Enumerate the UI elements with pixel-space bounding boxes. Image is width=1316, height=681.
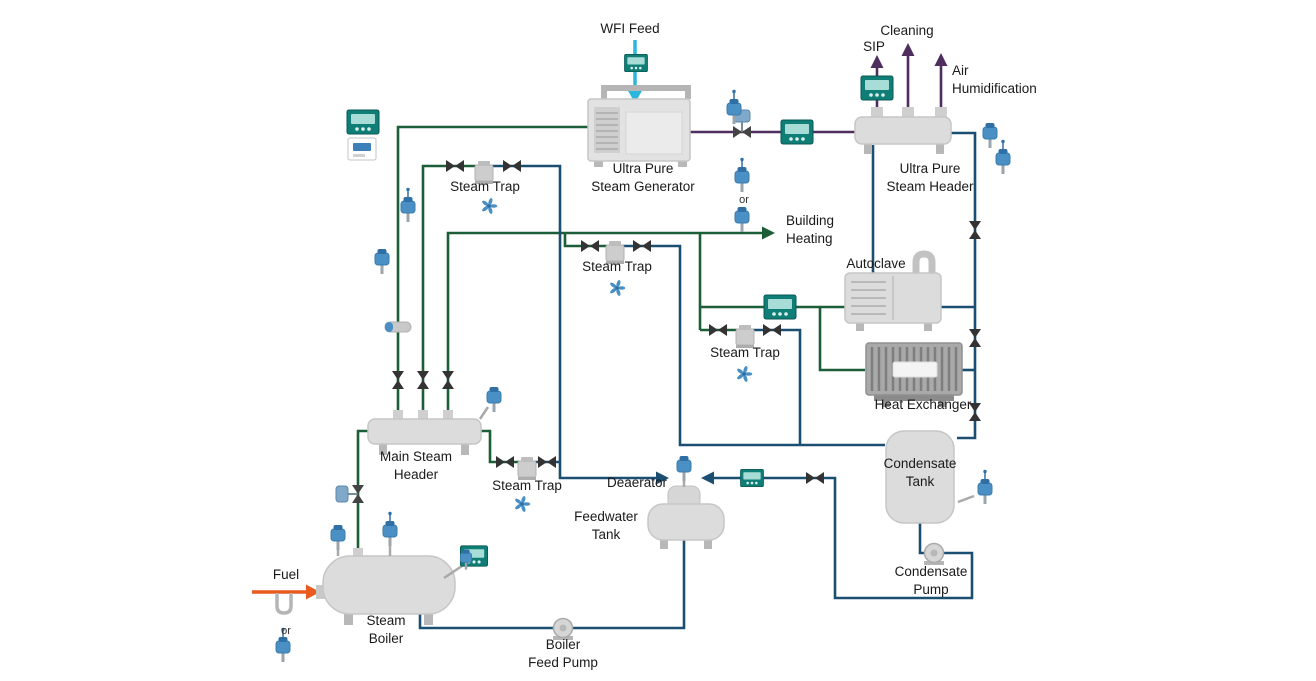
swirl-logo-icon: [736, 365, 753, 383]
arrowheads: [306, 43, 948, 600]
label-steam-trap-1: Steam Trap: [450, 179, 520, 194]
steam-lines: [356, 125, 865, 558]
wireless-transmitter-icon: [977, 469, 993, 505]
label-condensate-tank: Condensate Tank: [883, 456, 957, 489]
steam-line-building-heating: [446, 231, 762, 412]
wireless-transmitter-icon: [400, 187, 416, 223]
building-heating-arrow: [762, 226, 775, 240]
swirl-logo-icon: [514, 495, 531, 513]
isolation-valve-icon: [581, 240, 599, 252]
label-sip: SIP: [863, 39, 885, 54]
coriolis-meter-icon: [275, 593, 293, 615]
isolation-valve-icon: [633, 240, 651, 252]
deaerator-arrow-left: [656, 471, 669, 485]
heat-exchanger: [865, 342, 963, 407]
pressure-transmitter-icon: [486, 386, 502, 413]
isolation-valve-icon: [417, 371, 429, 389]
label-heat-exchanger: Heat Exchanger: [874, 397, 972, 412]
isolation-valve-icon: [496, 456, 514, 468]
wireless-transmitter-icon: [734, 157, 750, 193]
wireless-transmitter-icon: [382, 511, 398, 547]
condensate-line-trap1-return: [484, 164, 656, 480]
label-fuel: Fuel: [272, 567, 300, 582]
pressure-transmitter-icon: [676, 455, 692, 482]
label-feedwater-tank: Feedwater Tank: [574, 509, 638, 542]
label-deaerator: Deaerator: [606, 475, 668, 490]
isolation-valve-icon: [538, 456, 556, 468]
label-wfi-feed: WFI Feed: [600, 21, 660, 36]
pressure-transmitter-icon: [330, 524, 346, 551]
wireless-transmitter-icon: [995, 139, 1011, 175]
fuel-arrow: [306, 584, 320, 600]
feedwater-to-pump: [572, 538, 686, 630]
cleaning-arrow: [901, 43, 915, 56]
steam-line-to-steam-trap-1: [421, 164, 484, 412]
right-side-drain-line: [950, 131, 977, 440]
isolation-valve-icon: [806, 472, 824, 484]
label-ups-header: Ultra Pure Steam Header: [886, 161, 974, 194]
label-steam-trap-2: Steam Trap: [582, 259, 652, 274]
ups-generator: [587, 85, 691, 167]
swirl-logo-icon: [481, 197, 498, 215]
flow-element-icon: [384, 321, 412, 333]
label-steam-boiler: Steam Boiler: [366, 613, 406, 646]
sip-arrow: [870, 55, 884, 68]
isolation-valve-icon: [446, 160, 464, 172]
label-ups-generator: Ultra Pure Steam Generator: [591, 161, 695, 194]
steam-line-to-steam-trap-4: [481, 429, 527, 464]
label-autoclave: Autoclave: [846, 256, 906, 271]
control-valve-icon: [335, 484, 365, 504]
main-steam-header: [367, 410, 482, 455]
isolation-valve-icon: [763, 324, 781, 336]
isolation-valve-icon: [709, 324, 727, 336]
label-or-1: or: [739, 194, 749, 206]
condensate-pump-icon: [923, 542, 945, 566]
isolation-valve-icon: [503, 160, 521, 172]
label-cleaning: Cleaning: [880, 23, 934, 38]
label-steam-trap-4: Steam Trap: [492, 478, 562, 493]
pressure-transmitter-icon: [734, 206, 750, 233]
controller-display-icon: [347, 137, 377, 161]
steam-boiler: [316, 548, 456, 625]
label-or-2: or: [281, 625, 291, 637]
label-boiler-feed-pump: Boiler Feed Pump: [528, 637, 598, 670]
isolation-valve-icon: [969, 221, 981, 239]
pump-to-boiler: [418, 614, 554, 630]
label-steam-trap-3: Steam Trap: [710, 345, 780, 360]
steam-line-boiler-to-header: [356, 429, 369, 558]
pressure-transmitter-icon: [374, 248, 390, 275]
controller-display-icon: [624, 54, 648, 72]
isolation-valve-icon: [442, 371, 454, 389]
controller-display-icon: [346, 109, 380, 135]
controller-display-icon: [860, 75, 894, 101]
steam-line-to-steam-trap-2: [563, 233, 615, 248]
controller-display-icon: [763, 294, 797, 320]
label-condensate-pump: Condensate Pump: [894, 564, 968, 597]
swirl-logo-icon: [609, 279, 626, 297]
controller-display-icon: [740, 468, 764, 488]
steam-line-to-ups-generator: [396, 125, 588, 412]
steam-line-heat-exchanger-feed: [818, 307, 865, 372]
label-building-heating: Building Heating: [786, 213, 835, 246]
air-humidification-arrow: [934, 53, 948, 66]
pressure-transmitter-icon: [982, 122, 998, 149]
isolation-valve-icon: [392, 371, 404, 389]
feedwater-tank: [647, 485, 725, 549]
deaerator-arrow-right: [701, 471, 714, 485]
label-main-steam-header: Main Steam Header: [379, 449, 453, 482]
ups-header: [854, 107, 952, 154]
controller-display-icon: [780, 119, 814, 145]
autoclave: [844, 250, 942, 331]
isolation-valve-icon: [969, 329, 981, 347]
label-air-humidification: Air Humidification: [952, 63, 1037, 96]
condensate-tank: [885, 430, 955, 524]
wfi-arrow: [627, 90, 643, 103]
